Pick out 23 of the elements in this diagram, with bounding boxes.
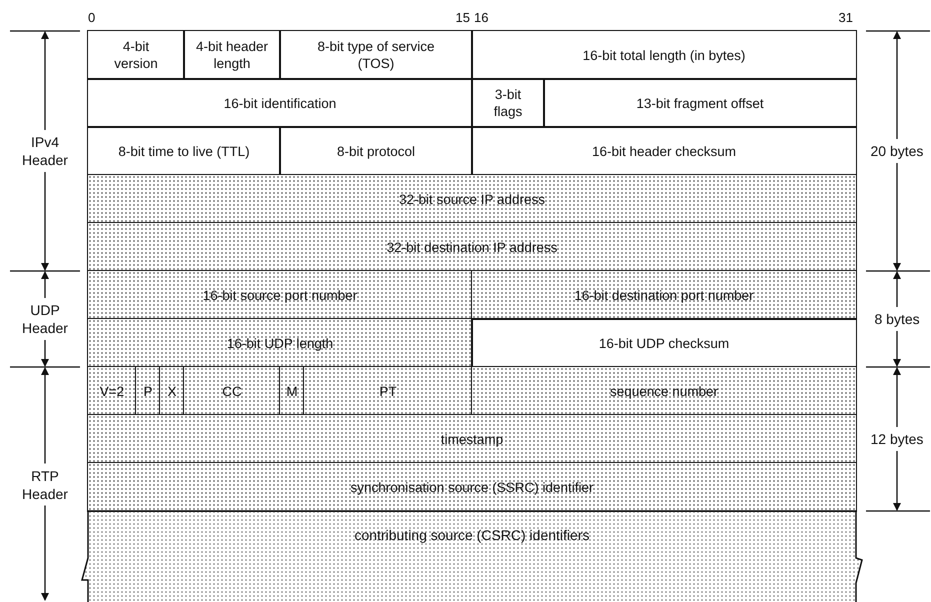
header-field: 13-bit fragment offset [543,78,857,128]
bit-number: 31 [838,11,853,25]
header-field: 32-bit destination IP address [87,222,857,272]
header-field: timestamp [87,414,857,464]
bit-number: 0 [88,11,96,25]
header-field: 16-bit total length (in bytes) [471,30,857,80]
header-field: contributing source (CSRC) identifiers [80,510,864,602]
header-field: V=2 [87,366,137,416]
bit-number: 16 [474,11,488,25]
header-field: 3-bit flags [471,78,545,128]
header-field: 4-bit header length [183,30,281,80]
header-field: 4-bit version [87,30,185,80]
header-field: 8-bit type of service (TOS) [279,30,473,80]
header-field: 16-bit source port number [87,270,473,320]
header-field: 16-bit identification [87,78,473,128]
header-field: synchronisation source (SSRC) identifier [87,462,857,512]
header-field: PT [303,366,473,416]
bit-number: 15 [456,11,470,25]
header-field: 16-bit UDP length [87,318,473,368]
header-field: sequence number [471,366,857,416]
header-field: 16-bit destination port number [471,270,857,320]
header-field: CC [183,366,281,416]
header-field: 32-bit source IP address [87,174,857,224]
